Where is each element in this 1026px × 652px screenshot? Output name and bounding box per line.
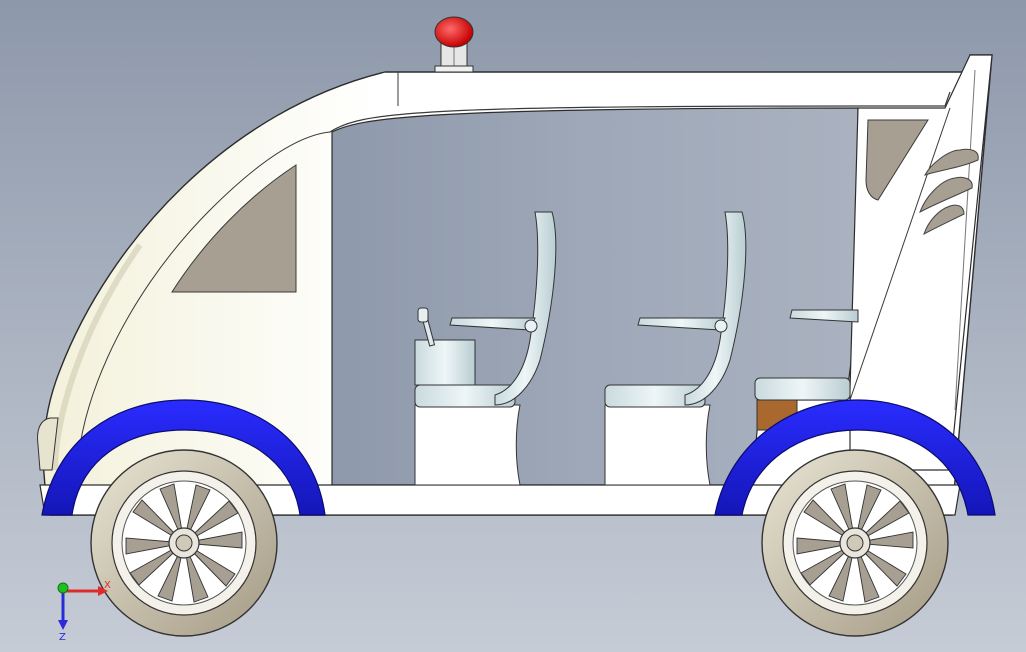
vent-decal-3 [923, 204, 965, 236]
front-hub-cap [175, 534, 193, 552]
rear-hub-cap [846, 534, 864, 552]
front-wheel[interactable] [90, 449, 278, 637]
rear-fender [714, 399, 996, 516]
nose-contour [76, 131, 331, 496]
x-axis-arrow [98, 586, 108, 596]
front-light [37, 417, 59, 471]
control-box [414, 339, 476, 386]
rear-pillar-edge [954, 69, 976, 411]
y-axis-dot [57, 582, 69, 594]
driver-seat-back [494, 211, 557, 406]
driver-seat-hinge [524, 319, 538, 333]
beacon-light [434, 16, 474, 48]
z-axis-arrow [58, 620, 68, 630]
rear-window [865, 119, 929, 201]
rear-armrest [789, 309, 859, 323]
middle-seat[interactable] [604, 211, 747, 486]
beacon-base [434, 65, 474, 73]
rear-seat[interactable] [754, 309, 859, 431]
x-axis-label: X [104, 580, 111, 591]
driver-seat[interactable] [414, 211, 557, 486]
rear-wheel[interactable] [761, 449, 949, 637]
front-fender [41, 399, 326, 516]
rear-seat-cushion [754, 377, 851, 401]
control-lever-knob [417, 307, 429, 323]
axis-triad: X Z [57, 580, 111, 643]
middle-seat-pedestal [604, 404, 711, 486]
roof-rail [329, 91, 951, 133]
vehicle-model[interactable] [37, 16, 996, 637]
middle-seat-back [684, 211, 747, 406]
vent-decal-2 [919, 176, 973, 214]
vent-decal-1 [924, 148, 979, 176]
middle-seat-hinge [714, 319, 728, 333]
front-window [171, 164, 297, 293]
rear-pillar-inner-line [849, 107, 951, 401]
roof-beacon[interactable] [434, 16, 474, 73]
front-spokes [125, 483, 243, 603]
z-axis-label: Z [59, 632, 66, 643]
nose-outer-highlight [52, 243, 143, 471]
driver-seat-pedestal [414, 404, 521, 486]
rear-spokes [796, 483, 914, 603]
